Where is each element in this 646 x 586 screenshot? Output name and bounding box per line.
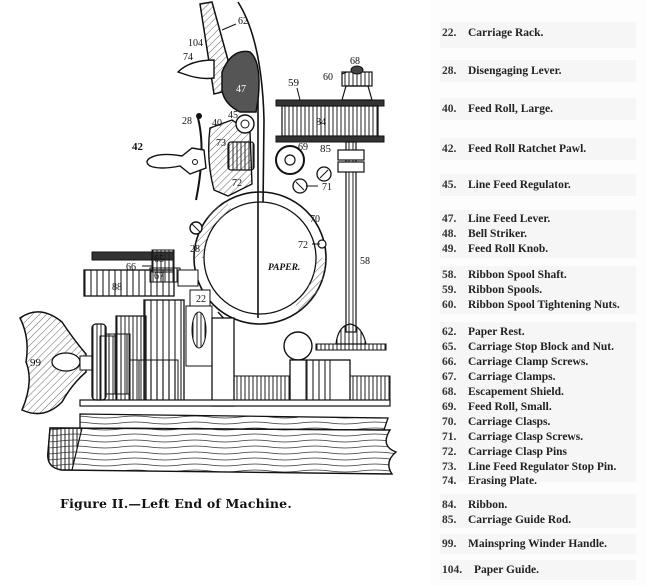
callout-73: 73: [216, 138, 226, 149]
callout-65: 65: [154, 254, 164, 265]
legend-item: 68.Escapement Shield.: [442, 386, 564, 398]
legend-item: 99.Mainspring Winder Handle.: [442, 538, 607, 550]
carriage-frame: [83, 249, 213, 367]
paper-rest: [237, 1, 265, 291]
mainspring-winder-handle: [19, 311, 131, 415]
callout-71: 71: [322, 182, 332, 193]
legend-item: 59.Ribbon Spools.: [442, 284, 543, 296]
legend-item: 84.Ribbon.: [442, 499, 508, 511]
callout-104: 104: [188, 38, 203, 49]
legend-group: [440, 210, 636, 258]
legend-group: [440, 174, 636, 196]
feed-roll-ratchet-pawl: [146, 147, 207, 175]
callout-42: 42: [132, 141, 144, 153]
callout-66: 66: [126, 262, 136, 273]
legend-group: [440, 60, 636, 82]
callout-58: 58: [360, 256, 370, 267]
feed-roll-assembly: [195, 113, 255, 201]
callout-59: 59: [288, 77, 300, 89]
callout-62: 62: [238, 16, 248, 27]
callout-68: 68: [350, 56, 360, 67]
callout-85: 85: [320, 143, 332, 155]
feed-roll-small: [275, 145, 332, 194]
callout-99: 99: [30, 357, 42, 369]
callout-47: 47: [236, 84, 246, 95]
legend-item: 85.Carriage Guide Rod.: [442, 514, 572, 526]
legend-item: 74.Erasing Plate.: [442, 475, 537, 487]
callout-28-top: 28: [182, 116, 192, 127]
legend-group: [440, 22, 636, 48]
left-end-of-machine-drawing: 62 104 74 47 28 40 45 42 73 72 59 60 68 …: [19, 1, 398, 475]
legend-item: 66.Carriage Clamp Screws.: [442, 356, 589, 368]
callout-74: 74: [183, 52, 193, 63]
legend-item: 40.Feed Roll, Large.: [442, 103, 553, 115]
callout-45: 45: [228, 110, 238, 121]
callout-leaders: [142, 23, 348, 267]
legend-group: [440, 494, 636, 528]
callout-labels: 62 104 74 47 28 40 45 42 73 72 59 60 68 …: [30, 16, 370, 369]
legend-group: [440, 322, 636, 482]
legend-item: 49.Feed Roll Knob.: [442, 243, 549, 255]
callout-40: 40: [212, 118, 222, 129]
parts-legend: 22.Carriage Rack. 28.Disengaging Lever. …: [430, 0, 646, 586]
callout-28-ring: 28: [190, 244, 200, 255]
legend-group: [440, 138, 636, 160]
legend-group: [440, 560, 636, 580]
legend-item: 73.Line Feed Regulator Stop Pin.: [442, 461, 617, 473]
callout-22: 22: [196, 294, 206, 305]
legend-item: 47.Line Feed Lever.: [442, 213, 551, 225]
erasing-plate: [176, 59, 215, 80]
legend-item: 22.Carriage Rack.: [442, 27, 544, 39]
callout-84: 84: [316, 117, 326, 128]
callout-67: 67: [154, 271, 164, 282]
paper-label: PAPER.: [268, 263, 300, 273]
legend-group: [440, 534, 636, 554]
callout-60: 60: [323, 72, 333, 83]
legend-group: [440, 98, 636, 120]
machine-illustration: 62 104 74 47 28 40 45 42 73 72 59 60 68 …: [19, 1, 398, 511]
figure-caption: Figure II.—Left End of Machine.: [60, 496, 292, 511]
legend-item: 67.Carriage Clamps.: [442, 371, 556, 383]
legend-item: 48.Bell Striker.: [442, 228, 527, 240]
ribbon-spool: [275, 65, 385, 143]
wooden-base: [47, 413, 398, 475]
callout-72-left: 72: [232, 178, 242, 189]
legend-item: 62.Paper Rest.: [442, 326, 525, 338]
legend-item: 70.Carriage Clasps.: [442, 416, 551, 428]
legend-item: 65.Carriage Stop Block and Nut.: [442, 341, 614, 353]
legend-item: 104.Paper Guide.: [442, 564, 539, 576]
callout-70: 70: [310, 214, 320, 225]
legend-item: 42.Feed Roll Ratchet Pawl.: [442, 143, 587, 155]
line-feed-lever: [221, 50, 260, 113]
legend-item: 28.Disengaging Lever.: [442, 65, 562, 77]
callout-69: 69: [298, 142, 308, 153]
legend-item: 58.Ribbon Spool Shaft.: [442, 269, 567, 281]
legend-item: 71.Carriage Clasp Screws.: [442, 431, 584, 443]
legend-item: 72.Carriage Clasp Pins: [442, 446, 568, 458]
ribbon-spool-shaft: [283, 141, 387, 361]
callout-88: 88: [112, 282, 122, 293]
carriage-clasp-ring: [189, 100, 327, 329]
legend-item: 45.Line Feed Regulator.: [442, 179, 571, 191]
legend-item: 60.Ribbon Spool Tightening Nuts.: [442, 299, 620, 311]
legend-item: 69.Feed Roll, Small.: [442, 401, 552, 413]
callout-72-right: 72: [298, 240, 308, 251]
legend-group: [440, 266, 636, 314]
